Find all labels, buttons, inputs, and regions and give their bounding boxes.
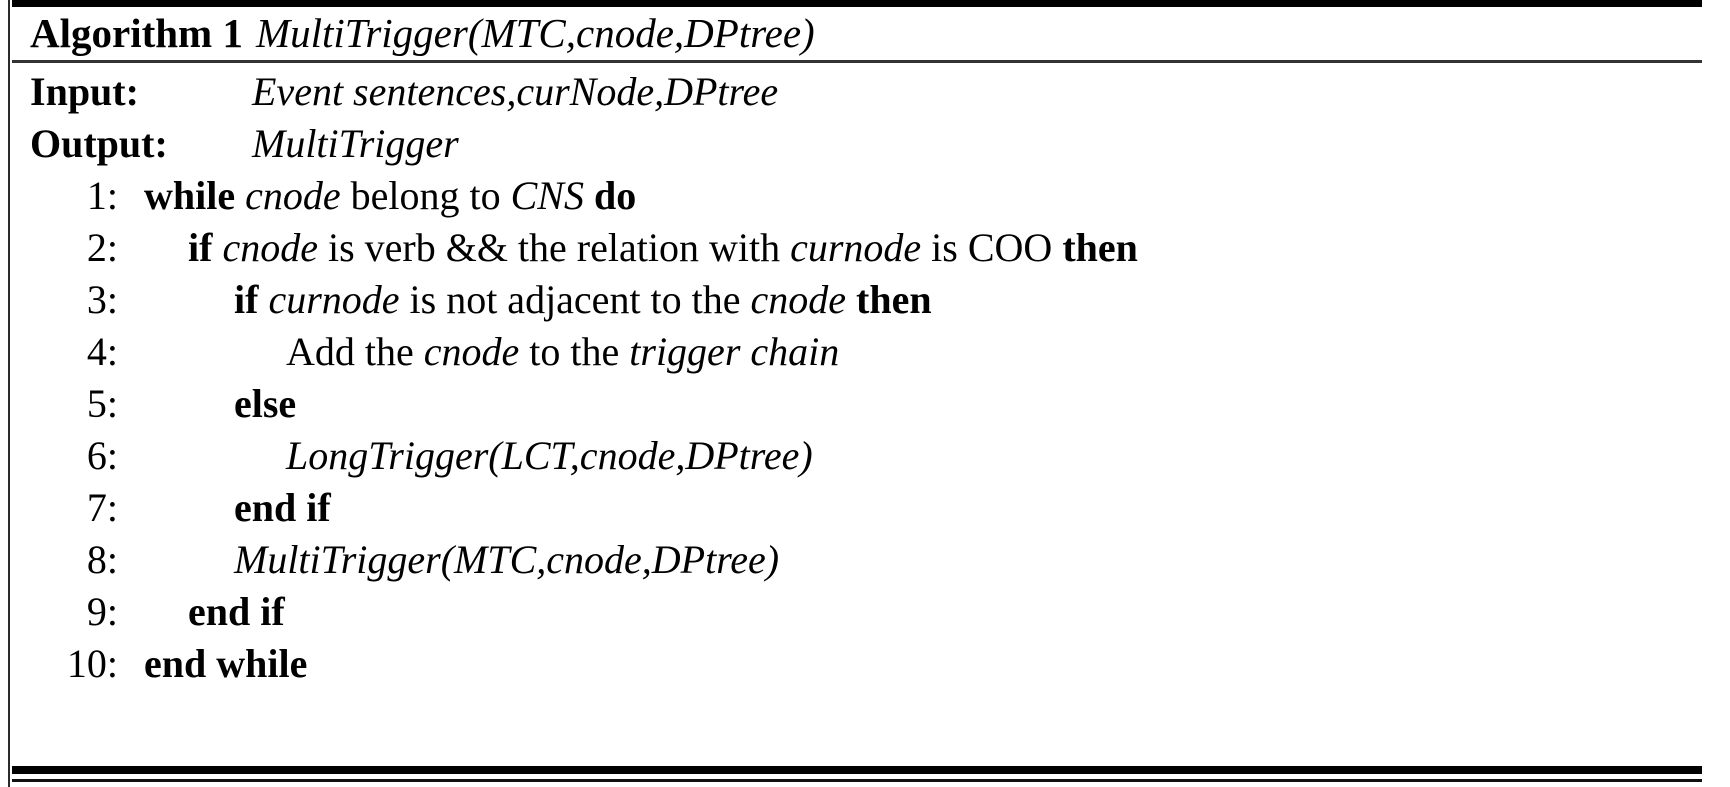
token-kw: end while	[144, 641, 308, 686]
token-kw: end if	[234, 485, 331, 530]
line-content: else	[126, 378, 1708, 430]
token-txt: is verb && the relation with	[327, 225, 781, 270]
line-content: LongTrigger(LCT,cnode,DPtree)	[126, 430, 1708, 482]
token-var: cnode	[222, 225, 318, 270]
token-txt: is not adjacent to the	[409, 277, 741, 322]
line-content: while cnode belong to CNS do	[126, 170, 1708, 222]
bottom-rule	[12, 766, 1702, 774]
token-kw: end if	[188, 589, 285, 634]
line-number: 1:	[86, 173, 118, 218]
left-edge-rule	[8, 0, 10, 787]
line-number: 6:	[86, 433, 118, 478]
token-var: curnode	[790, 225, 922, 270]
token-txt: to the	[529, 329, 620, 374]
code-line: 10: end while	[8, 638, 1708, 690]
bottom-rule-thin	[12, 779, 1702, 782]
token-txt: Add the	[286, 329, 414, 374]
code-line: 2:if cnode is verb && the relation with …	[8, 222, 1708, 274]
line-content: end if	[126, 482, 1708, 534]
token-call: MultiTrigger(MTC,cnode,DPtree)	[234, 537, 780, 582]
code-line: 9: end if	[8, 586, 1708, 638]
line-content: MultiTrigger(MTC,cnode,DPtree)	[126, 534, 1708, 586]
input-row: Input: Event sentences,curNode,DPtree	[30, 66, 1690, 118]
code-line: 7: end if	[8, 482, 1708, 534]
output-label: Output:	[30, 121, 168, 166]
output-value: MultiTrigger	[252, 121, 459, 166]
token-var: CNS	[510, 173, 584, 218]
code-line: 1:while cnode belong to CNS do	[8, 170, 1708, 222]
token-kw: then	[1062, 225, 1138, 270]
line-content: end while	[126, 638, 1708, 690]
code-line: 3:if curnode is not adjacent to the cnod…	[8, 274, 1708, 326]
token-var: trigger chain	[629, 329, 840, 374]
line-number: 10:	[66, 641, 118, 686]
token-var: cnode	[245, 173, 341, 218]
token-kw: do	[593, 173, 637, 218]
input-value: Event sentences,curNode,DPtree	[252, 69, 779, 114]
line-content: end if	[126, 586, 1708, 638]
line-number: 7:	[86, 485, 118, 530]
code-line: 5: else	[8, 378, 1708, 430]
code-line: 6: LongTrigger(LCT,cnode,DPtree)	[8, 430, 1708, 482]
line-content: if curnode is not adjacent to the cnode …	[126, 274, 1708, 326]
input-label: Input:	[30, 69, 139, 114]
token-txt: belong to	[350, 173, 501, 218]
line-content: Add the cnode to the trigger chain	[126, 326, 1708, 378]
code-line: 8: MultiTrigger(MTC,cnode,DPtree)	[8, 534, 1708, 586]
token-kw: while	[144, 173, 236, 218]
algorithm-label: Algorithm 1	[30, 10, 243, 56]
header-separator-rule	[12, 60, 1702, 63]
top-rule	[12, 0, 1702, 7]
line-number: 3:	[86, 277, 118, 322]
line-number: 9:	[86, 589, 118, 634]
token-var: cnode	[423, 329, 520, 374]
token-kw: then	[856, 277, 932, 322]
token-kw: else	[234, 381, 297, 426]
token-call: LongTrigger(LCT,cnode,DPtree)	[286, 433, 813, 478]
token-kw: if	[188, 225, 213, 270]
output-row: Output: MultiTrigger	[30, 118, 1690, 170]
algorithm-header: Algorithm 1 MultiTrigger(MTC,cnode,DPtre…	[30, 7, 815, 60]
line-number: 4:	[86, 329, 118, 374]
algorithm-signature: MultiTrigger(MTC,cnode,DPtree)	[255, 10, 815, 56]
line-number: 5:	[86, 381, 118, 426]
token-var: curnode	[268, 277, 400, 322]
line-content: if cnode is verb && the relation with cu…	[126, 222, 1708, 274]
code-line: 4:Add the cnode to the trigger chain	[8, 326, 1708, 378]
token-kw: if	[234, 277, 259, 322]
token-var: cnode	[750, 277, 847, 322]
token-txt: is COO	[931, 225, 1053, 270]
line-number: 2:	[86, 225, 118, 270]
line-number: 8:	[86, 537, 118, 582]
